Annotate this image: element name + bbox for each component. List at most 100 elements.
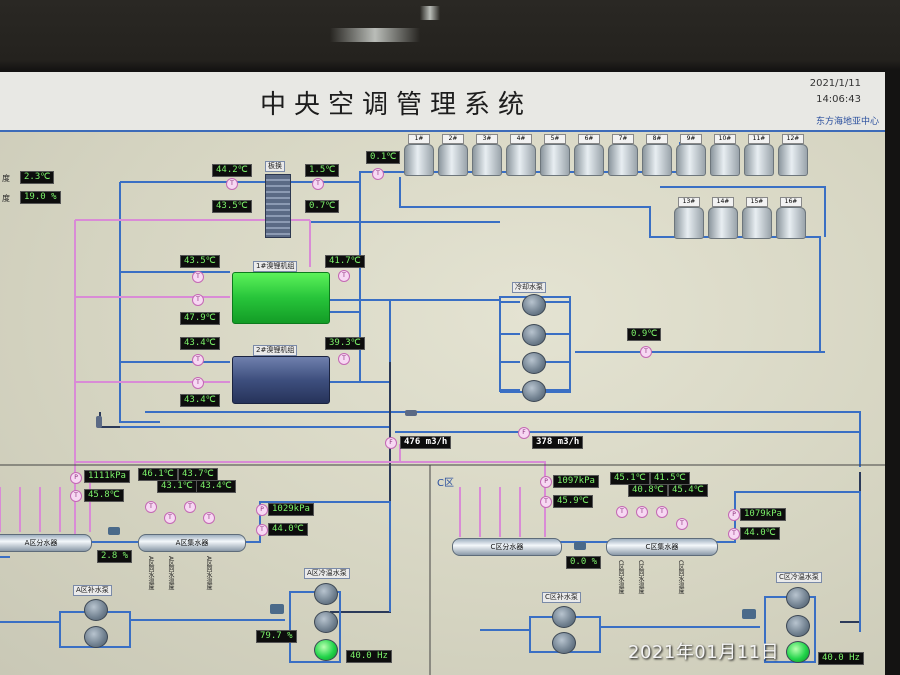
cooling-tower-11[interactable]: 11# [744, 134, 774, 176]
valve-icon[interactable] [742, 609, 756, 619]
cooling-tower-15[interactable]: 15# [742, 197, 772, 239]
temp-sensor-icon[interactable]: T [226, 178, 238, 190]
temp-sensor-icon[interactable]: T [540, 496, 552, 508]
cooling-tower-6[interactable]: 6# [574, 134, 604, 176]
valve-icon[interactable] [96, 416, 102, 428]
zone-a-branch-name-2: A区回水温度 [167, 556, 174, 591]
page-title: 中央空调管理系统 [260, 90, 533, 120]
cooling-tower-9[interactable]: 9# [676, 134, 706, 176]
cooling-tower-14[interactable]: 14# [708, 197, 738, 239]
chiller-1-unit[interactable] [232, 272, 330, 324]
temp-sensor-icon[interactable]: T [184, 501, 196, 513]
cooling-tower-12[interactable]: 12# [778, 134, 808, 176]
temp-sensor-icon[interactable]: T [164, 512, 176, 524]
cooling-tower-7[interactable]: 7# [608, 134, 638, 176]
zone-c-splitter[interactable]: C区分水器 [452, 538, 562, 556]
hx-right-out-temp: 0.7℃ [305, 200, 340, 213]
temp-sensor-icon[interactable]: T [676, 518, 688, 530]
tower-supply-temp: 0.1℃ [366, 151, 401, 164]
valve-icon[interactable] [270, 604, 284, 614]
zone-a-frequency: 40.0 Hz [346, 650, 392, 663]
cooling-pump-4[interactable] [522, 380, 546, 402]
zone-a-collector-temp: 44.0℃ [268, 523, 308, 536]
cooling-pump-1[interactable] [522, 294, 546, 316]
temp-sensor-icon[interactable]: T [192, 377, 204, 389]
temp-sensor-icon[interactable]: T [636, 506, 648, 518]
chiller1-label: 1#溴锂机组 [253, 261, 298, 272]
zone-a-circ-pump-3[interactable] [314, 639, 338, 661]
cooling-pump-2[interactable] [522, 324, 546, 346]
heat-exchanger-label: 板换 [265, 161, 285, 172]
zone-c-circ-label: C区冷温水泵 [776, 572, 822, 583]
zone-a-makeup-pump-2[interactable] [84, 626, 108, 648]
zone-a-circ-pump-2[interactable] [314, 611, 338, 633]
cooling-return-temp: 0.9℃ [627, 328, 662, 341]
pressure-sensor-icon[interactable]: P [728, 509, 740, 521]
temp-sensor-icon[interactable]: T [192, 294, 204, 306]
temp-sensor-icon[interactable]: T [70, 490, 82, 502]
cooling-tower-16[interactable]: 16# [776, 197, 806, 239]
outdoor-humidity-readout: 19.0 % [20, 191, 61, 204]
zone-a-branch-name-1: A区回水温度 [147, 556, 154, 591]
temp-sensor-icon[interactable]: T [656, 506, 668, 518]
cooling-tower-1[interactable]: 1# [404, 134, 434, 176]
flow-meter-icon[interactable]: F [385, 437, 397, 449]
zone-c-splitter-temp: 45.9℃ [553, 495, 593, 508]
zone-c-makeup-pump-2[interactable] [552, 632, 576, 654]
temp-sensor-icon[interactable]: T [312, 178, 324, 190]
zone-c-collector[interactable]: C区集水器 [606, 538, 718, 556]
zone-a-collector[interactable]: A区集水器 [138, 534, 246, 552]
zone-c-circ-pump-3[interactable] [786, 641, 810, 663]
temp-sensor-icon[interactable]: T [192, 354, 204, 366]
zone-a-circ-pump-1[interactable] [314, 583, 338, 605]
cooling-tower-13[interactable]: 13# [674, 197, 704, 239]
chiller1-temp-right: 41.7℃ [325, 255, 365, 268]
cooling-tower-8[interactable]: 8# [642, 134, 672, 176]
temp-sensor-icon[interactable]: T [338, 353, 350, 365]
zone-a-splitter-temp: 45.8℃ [84, 489, 124, 502]
cooling-tower-4[interactable]: 4# [506, 134, 536, 176]
chiller-2-unit[interactable] [232, 356, 330, 404]
valve-icon[interactable] [405, 410, 417, 416]
zone-c-splitter-pressure: 1097kPa [553, 475, 599, 488]
zone-c-collector-pressure: 1079kPa [740, 508, 786, 521]
outdoor-temp-readout: 2.3℃ [20, 171, 55, 184]
cooling-pumps-label: 冷却水泵 [512, 282, 546, 293]
pressure-sensor-icon[interactable]: P [256, 504, 268, 516]
cooling-pump-3[interactable] [522, 352, 546, 374]
date-display: 2021/1/11 [809, 78, 861, 89]
outdoor-temp-label: 度 [2, 174, 10, 183]
valve-icon[interactable] [574, 542, 586, 550]
zone-c-circ-pump-2[interactable] [786, 615, 810, 637]
zone-c-makeup-pump-1[interactable] [552, 606, 576, 628]
temp-sensor-icon[interactable]: T [338, 270, 350, 282]
heat-exchanger-unit[interactable] [265, 174, 291, 238]
zone-c-branch-name-3: C区回水温度 [677, 560, 684, 595]
zone-c-circ-pump-1[interactable] [786, 587, 810, 609]
pressure-sensor-icon[interactable]: P [70, 472, 82, 484]
valve-icon[interactable] [108, 527, 120, 535]
pressure-sensor-icon[interactable]: P [540, 476, 552, 488]
flow-meter-icon[interactable]: F [518, 427, 530, 439]
zone-a-makeup-pump-1[interactable] [84, 599, 108, 621]
temp-sensor-icon[interactable]: T [192, 271, 204, 283]
temp-sensor-icon[interactable]: T [256, 524, 268, 536]
time-display: 14:06:43 [816, 94, 861, 105]
cooling-tower-2[interactable]: 2# [438, 134, 468, 176]
temp-sensor-icon[interactable]: T [145, 501, 157, 513]
cooling-tower-5[interactable]: 5# [540, 134, 570, 176]
zone-c-branch-name-2: C区回水温度 [637, 560, 644, 595]
zone-a-splitter[interactable]: A区分水器 [0, 534, 92, 552]
temp-sensor-icon[interactable]: T [616, 506, 628, 518]
temp-sensor-icon[interactable]: T [203, 512, 215, 524]
zone-a-makeup-label: A区补水泵 [73, 585, 112, 596]
cooling-tower-3[interactable]: 3# [472, 134, 502, 176]
zone-a-branch-temp-4: 43.4℃ [196, 480, 236, 493]
temp-sensor-icon[interactable]: T [372, 168, 384, 180]
cooling-tower-10[interactable]: 10# [710, 134, 740, 176]
temp-sensor-icon[interactable]: T [640, 346, 652, 358]
temp-sensor-icon[interactable]: T [728, 528, 740, 540]
organization-name: 东方海地亚中心 [815, 117, 879, 127]
photo-timestamp: 2021年01月11日 [628, 642, 780, 663]
